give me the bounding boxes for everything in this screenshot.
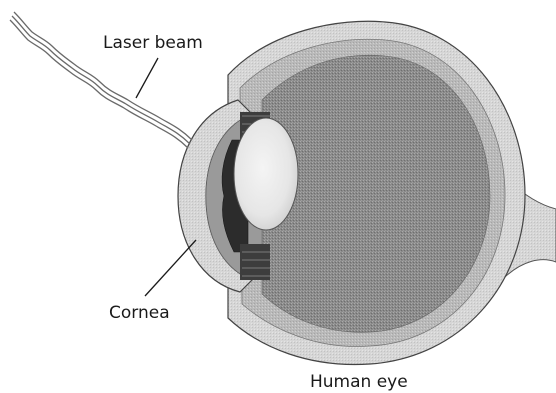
cornea-label: Cornea [109,303,170,323]
cornea-leader-line [145,240,196,296]
diagram-caption: Human eye [310,372,408,392]
lens [234,118,298,230]
laser-beam-leader-line [136,58,158,98]
laser-beam-label: Laser beam [103,33,203,53]
